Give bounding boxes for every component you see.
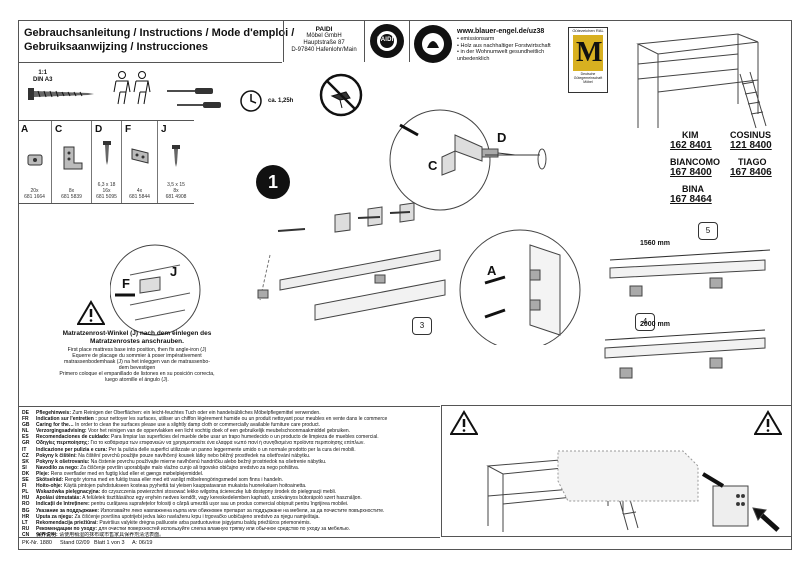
dimension-2000: 2000 mm <box>640 321 670 328</box>
part-number-4: 4 <box>635 313 655 331</box>
model-name: BIANCOMO <box>670 157 720 167</box>
callout-j: J <box>170 264 178 279</box>
warning-icon <box>450 410 478 435</box>
blauer-engel-logo <box>413 24 453 64</box>
warning-icon <box>754 410 782 435</box>
blauer-engel-url: www.blauer-engel.de/uz38 <box>457 28 545 35</box>
blauer-engel-info: www.blauer-engel.de/uz38 • emissionsarm … <box>457 27 567 62</box>
ral-quality-mark: Gütezeichen RAL M Deutsche Gütegemeinsch… <box>568 27 608 93</box>
people-icon <box>112 70 152 111</box>
dimension-1560: 1560 mm <box>640 240 670 247</box>
step-number-badge: 1 <box>256 165 290 199</box>
divider <box>364 20 365 62</box>
bed-mattress-illustration <box>486 450 780 532</box>
bed-illustration <box>628 24 773 137</box>
model-number: 167 8400 <box>670 167 712 178</box>
m-mark-icon: M <box>573 35 603 71</box>
model-name: TIAGO <box>738 157 767 167</box>
paidi-logo: PAIDI <box>368 22 406 60</box>
callout-a: A <box>487 263 497 278</box>
assembly-time: ca. 1,25h <box>268 98 294 104</box>
footer-pk: PK-Nr. 1880 <box>22 540 52 546</box>
title-rest: / Instructions / Mode d'emploi / <box>133 27 295 39</box>
page-title: Gebrauchsanleitung / Instructions / Mode… <box>24 27 294 40</box>
rail-2000: 2000 mm <box>595 318 775 393</box>
part-number-5: 5 <box>698 222 718 240</box>
no-drill-icon <box>318 72 364 123</box>
assembly-diagram <box>109 105 630 351</box>
divider <box>283 20 284 62</box>
divider <box>18 203 194 204</box>
address-line: Möbel GmbH <box>306 33 342 39</box>
clock-icon <box>240 90 262 117</box>
model-name: KIM <box>682 130 699 140</box>
model-number: 167 8406 <box>730 167 772 178</box>
safety-detail-box <box>441 405 792 537</box>
ral-label: Gütezeichen RAL <box>572 28 604 33</box>
be-point: • Holz aus nachhaltiger Forstwirtschaft <box>457 42 551 49</box>
company-name: PAIDI <box>315 26 333 33</box>
callout-d: D <box>497 130 507 145</box>
address-line: Hauptstraße 87 <box>303 40 345 46</box>
divider <box>18 537 440 538</box>
callout-f: F <box>122 276 130 291</box>
rail-1560: 1560 mm <box>600 238 780 313</box>
part-number-3: 3 <box>412 317 432 335</box>
scale-info: 1:1 DIN A3 <box>33 70 53 83</box>
title-main: Gebrauchsanleitung <box>24 27 131 39</box>
divider <box>18 62 282 63</box>
divider <box>409 20 410 62</box>
model-number: 121 8400 <box>730 140 772 151</box>
footer-stand: Stand 02/09 <box>60 540 90 546</box>
page-subtitle: Gebruiksaanwijzing / Instrucciones <box>24 41 208 53</box>
caution-text: First place mattress base into position,… <box>59 347 215 383</box>
address-line: D-97840 Hafenlohr/Main <box>291 47 357 53</box>
divider <box>18 406 440 407</box>
caution-title: Matratzenrost-Winkel (J) nach dem einleg… <box>62 330 212 345</box>
model-name: BINA <box>682 184 704 194</box>
be-point: • in der Wohnumwelt gesundheitlich unbed… <box>457 49 545 62</box>
model-number: 167 8464 <box>670 194 712 205</box>
warning-icon <box>76 300 106 331</box>
model-number: 162 8401 <box>670 140 712 151</box>
page-frame <box>18 20 792 550</box>
logo-text: PAIDI <box>377 37 394 43</box>
be-point: • emissionsarm <box>457 36 495 42</box>
screwdriver-icon <box>165 85 233 118</box>
callout-c: C <box>428 158 438 173</box>
model-name: COSINUS <box>730 130 772 140</box>
company-address: PAIDI Möbel GmbH Hauptstraße 87 D-97840 … <box>286 26 362 54</box>
divider <box>18 120 194 121</box>
footer-version: A: 06/19 <box>132 540 153 546</box>
footer-sheet: Blatt 1 von 3 <box>94 540 125 546</box>
screw-icon <box>28 85 96 108</box>
